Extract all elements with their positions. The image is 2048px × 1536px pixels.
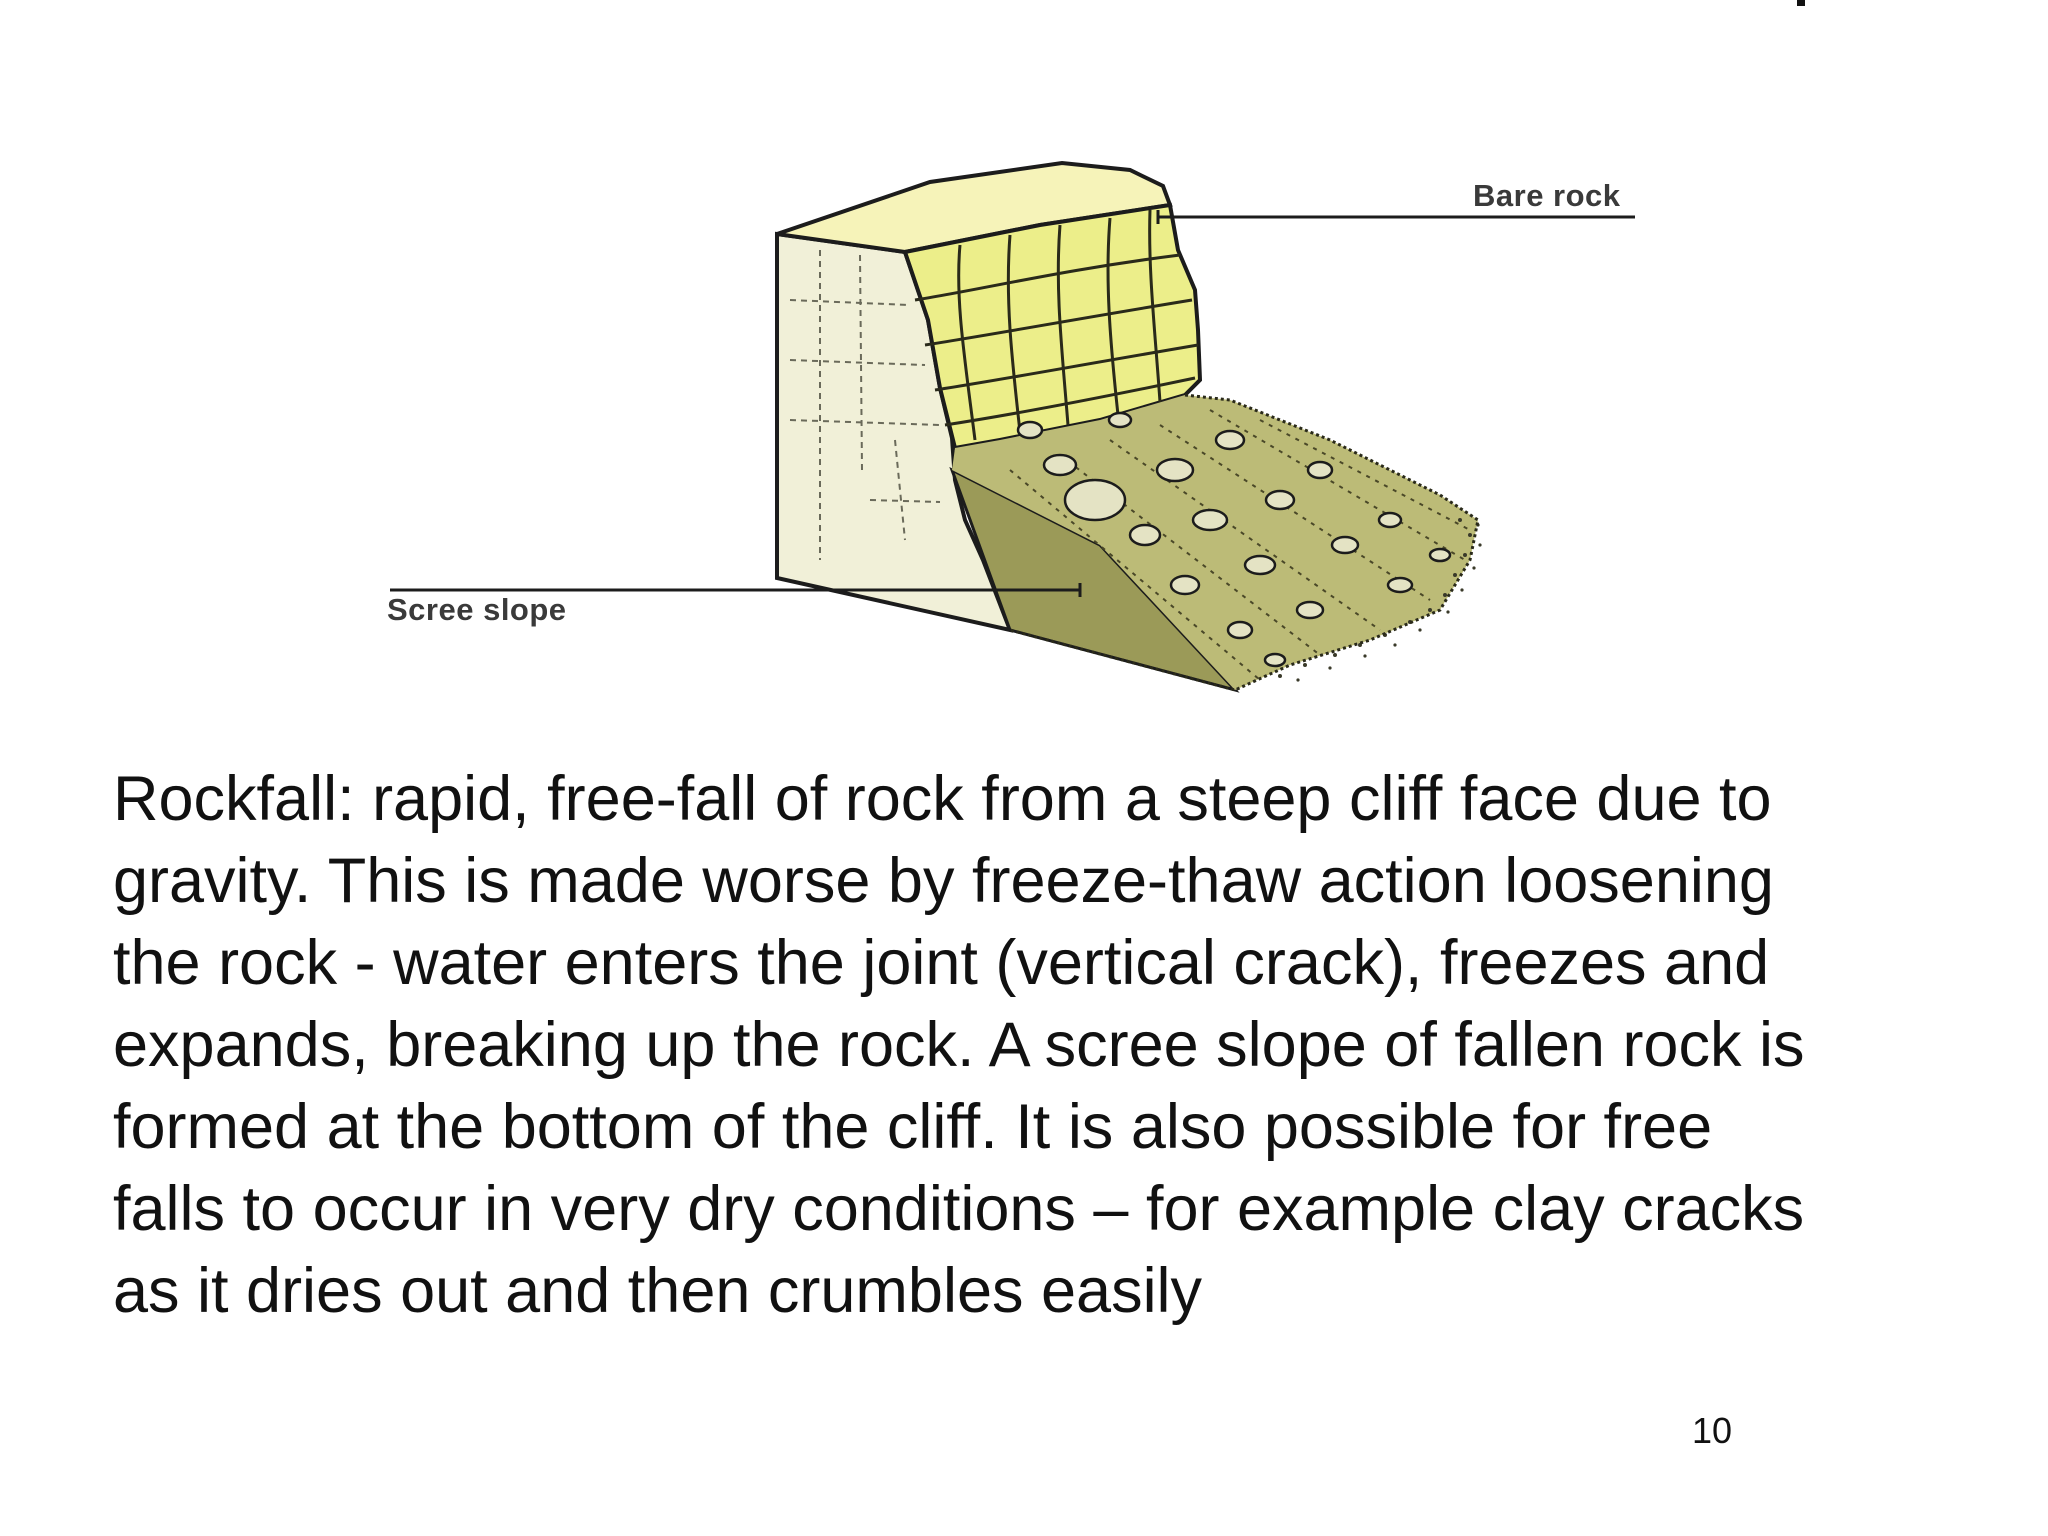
corner-mark — [1797, 0, 1805, 6]
bare-rock-label: Bare rock — [1473, 178, 1621, 213]
body-line: as it dries out and then crumbles easily — [113, 1256, 1203, 1326]
body-line: expands, breaking up the rock. A scree s… — [113, 1010, 1805, 1080]
page-number: 10 — [1692, 1410, 1733, 1451]
body-line: formed at the bottom of the cliff. It is… — [113, 1092, 1713, 1162]
body-text: Rockfall: rapid, free-fall of rock from … — [113, 758, 2013, 1332]
scree-slope-label: Scree slope — [387, 592, 567, 627]
body-line: the rock - water enters the joint (verti… — [113, 928, 1770, 998]
side-wall-joints — [789, 250, 941, 560]
label-leaders — [390, 210, 1635, 597]
rockfall-diagram — [390, 160, 1635, 693]
rock-joints — [914, 209, 1199, 441]
body-line: falls to occur in very dry conditions – … — [113, 1174, 1805, 1244]
body-line: gravity. This is made worse by freeze-th… — [113, 846, 1774, 916]
scree-streaks — [1009, 409, 1471, 681]
scree-outline — [1009, 393, 1480, 692]
cliff-face-rock — [902, 202, 1203, 451]
scree-boulders — [1016, 411, 1452, 668]
scree-slope-surface — [952, 395, 1478, 690]
body-line: Rockfall: rapid, free-fall of rock from … — [113, 764, 1772, 834]
